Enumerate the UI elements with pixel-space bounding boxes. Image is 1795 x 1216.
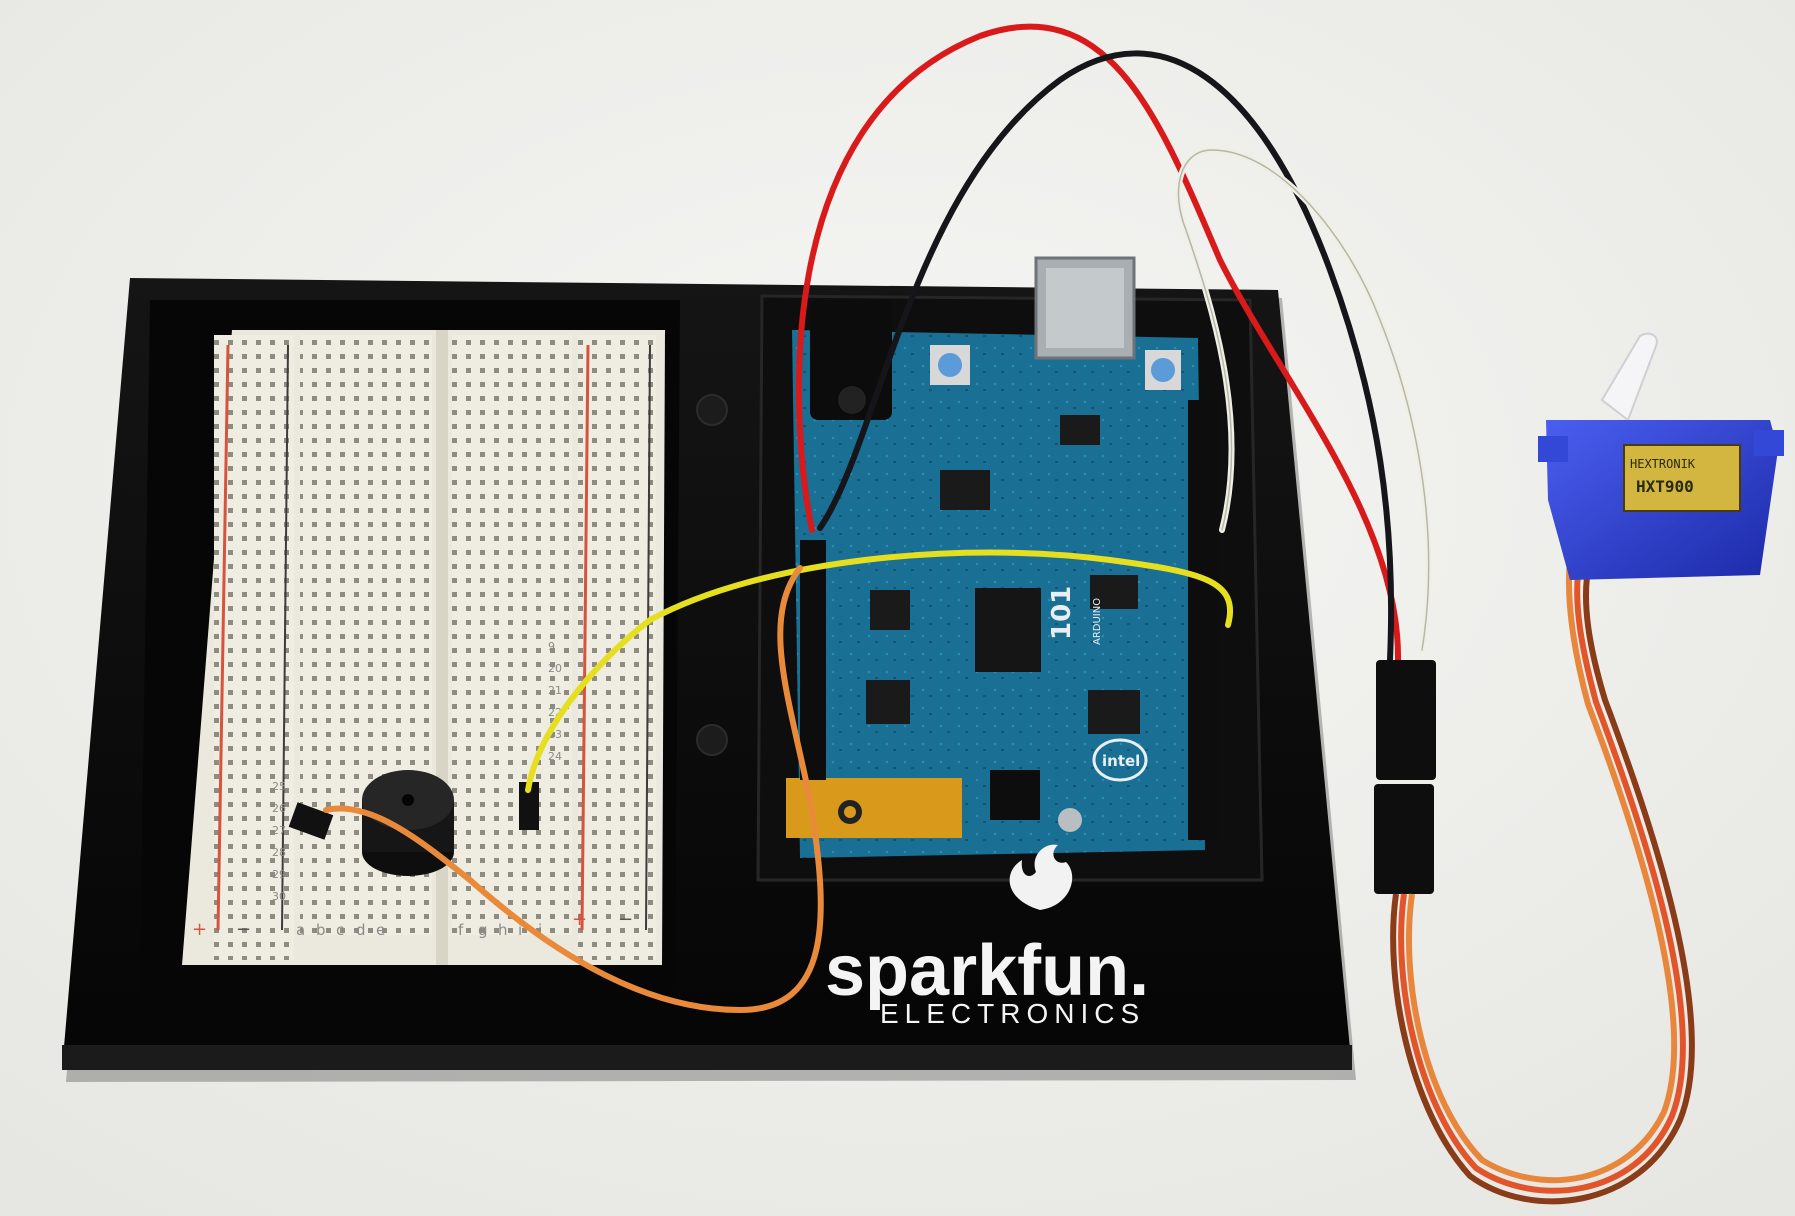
column-labels-left: a b c d e — [296, 921, 385, 939]
rail-plus-label: + — [572, 909, 587, 930]
chip — [1090, 575, 1138, 609]
row-number: 29 — [272, 868, 286, 881]
servo-model-text: HXT900 — [1636, 477, 1694, 496]
chip — [940, 470, 990, 510]
rail-minus-label: − — [236, 919, 251, 940]
rail-minus-label: − — [618, 909, 633, 930]
servo-motor: HEXTRONIK HXT900 — [1538, 332, 1784, 580]
jumper-housing-black — [519, 782, 539, 830]
column-labels-right: f g h i j — [458, 921, 542, 939]
jumper-wires — [323, 23, 1432, 1014]
column-label: a — [296, 921, 305, 939]
chip — [870, 590, 910, 630]
sparkfun-branding: sparkfun. ELECTRONICS — [825, 844, 1149, 1029]
wire-orange — [323, 565, 824, 1014]
digital-header — [1188, 400, 1218, 840]
rail-plus-label: + — [192, 919, 207, 940]
piezo-buzzer — [362, 770, 454, 876]
icsp-header — [990, 770, 1040, 820]
column-label: j — [537, 921, 542, 939]
row-number: 27 — [272, 824, 286, 837]
column-label: i — [518, 921, 522, 939]
terminal-strip-right — [452, 335, 572, 935]
power-header — [800, 540, 826, 780]
wire-black — [817, 50, 1395, 663]
flame-logo — [1009, 844, 1073, 910]
column-label: f — [458, 921, 464, 939]
column-label: g — [478, 921, 488, 939]
row-number: 20 — [548, 662, 562, 675]
servo-connectors — [1374, 660, 1436, 894]
row-number: 24 — [548, 750, 562, 763]
column-label: h — [498, 921, 508, 939]
intel-label: intel — [1102, 752, 1140, 770]
chip — [866, 680, 910, 724]
brand-label: ARDUINO — [1092, 598, 1103, 645]
row-number: 21 — [548, 684, 562, 697]
arduino-101-board: 101 ARDUINO intel — [786, 256, 1218, 858]
row-number: 30 — [272, 890, 286, 903]
column-label: b — [316, 921, 326, 939]
jumper-housing-black — [288, 802, 334, 840]
column-label: d — [356, 921, 366, 939]
chip — [1088, 690, 1140, 734]
power-jack — [810, 300, 892, 420]
row-number: 9 — [548, 640, 555, 653]
servo-maker-text: HEXTRONIK — [1630, 457, 1696, 471]
column-label: e — [376, 921, 385, 939]
sparkfun-logo-text: sparkfun. — [825, 931, 1149, 1011]
model-label: 101 — [1047, 586, 1077, 640]
column-label: c — [336, 921, 344, 939]
row-number: 25 — [272, 780, 286, 793]
main-chip — [975, 588, 1041, 672]
intel-logo — [1092, 738, 1148, 782]
servo-label — [1623, 444, 1741, 512]
arduino-logo: 101 ARDUINO — [1047, 586, 1103, 645]
wire-yellow — [525, 549, 1233, 793]
chip — [1060, 415, 1100, 445]
servo-cable — [1390, 559, 1695, 1205]
servo-horn — [1600, 332, 1658, 422]
row-number: 28 — [272, 846, 286, 859]
electronics-text: ELECTRONICS — [880, 998, 1145, 1029]
row-number: 26 — [272, 802, 286, 815]
